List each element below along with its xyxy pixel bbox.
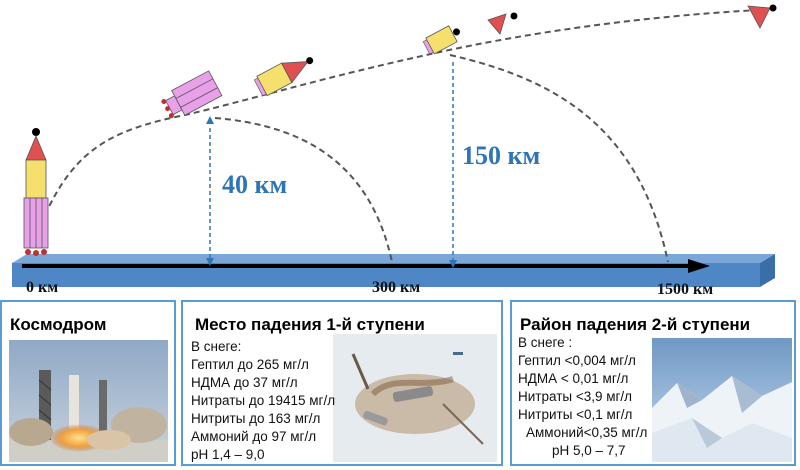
stage2-altitude-label: 150 км	[462, 141, 540, 171]
upper-stage-icon	[253, 49, 318, 97]
stage2-line-3: Нитраты <3,9 мг/л	[518, 388, 632, 406]
stage2-panel-title: Район падения 2-й ступени	[520, 315, 750, 335]
stage1-line-1: Гептил до 265 мг/л	[191, 356, 309, 374]
stage1-line-4: Нитриты до 163 мг/л	[191, 410, 320, 428]
stage1-panel-title: Место падения 1-й ступени	[195, 315, 425, 335]
stage2-line-6: pH 5,0 – 7,7	[552, 442, 626, 460]
axis-tick-0: 0 км	[26, 279, 58, 297]
launch-diagram	[0, 0, 800, 300]
stage1-line-6: pH 1,4 – 9,0	[191, 446, 265, 464]
payload-orbit-icon	[748, 5, 777, 29]
stage1-line-2: НДМА до 37 мг/л	[191, 374, 298, 392]
stage1-line-0: В снеге:	[191, 338, 241, 356]
stage1-line-5: Аммоний до 97 мг/л	[191, 428, 316, 446]
trajectory-path	[45, 10, 760, 215]
stage2-line-0: В снеге :	[518, 334, 572, 352]
axis-tick-1500: 1500 км	[657, 281, 713, 299]
stage2-mountains-photo	[652, 338, 792, 462]
rocket-icon	[24, 128, 48, 256]
first-stage-icon	[159, 71, 222, 122]
stage2-panel: Район падения 2-й ступени В снеге : Гепт…	[510, 300, 796, 466]
axis-tick-300: 300 км	[372, 279, 420, 297]
stage1-debris-photo	[333, 334, 497, 462]
stage1-panel: Место падения 1-й ступени В снеге: Гепти…	[181, 300, 503, 466]
stage2-line-1: Гептил <0,004 мг/л	[518, 352, 636, 370]
payload-icon	[488, 13, 518, 35]
second-stage-icon	[422, 22, 464, 55]
stage2-line-4: Нитриты <0,1 мг/л	[518, 406, 632, 424]
stage2-line-2: НДМА < 0,01 мг/л	[518, 370, 628, 388]
cosmodrome-title: Космодром	[10, 315, 106, 335]
stage2-line-5: Аммоний<0,35 мг/л	[526, 424, 647, 442]
stage1-line-3: Нитраты до 19415 мг/л	[191, 392, 335, 410]
stage1-altitude-label: 40 км	[222, 170, 287, 200]
cosmodrome-panel: Космодром	[0, 300, 176, 466]
launchpad-photo	[9, 340, 168, 462]
